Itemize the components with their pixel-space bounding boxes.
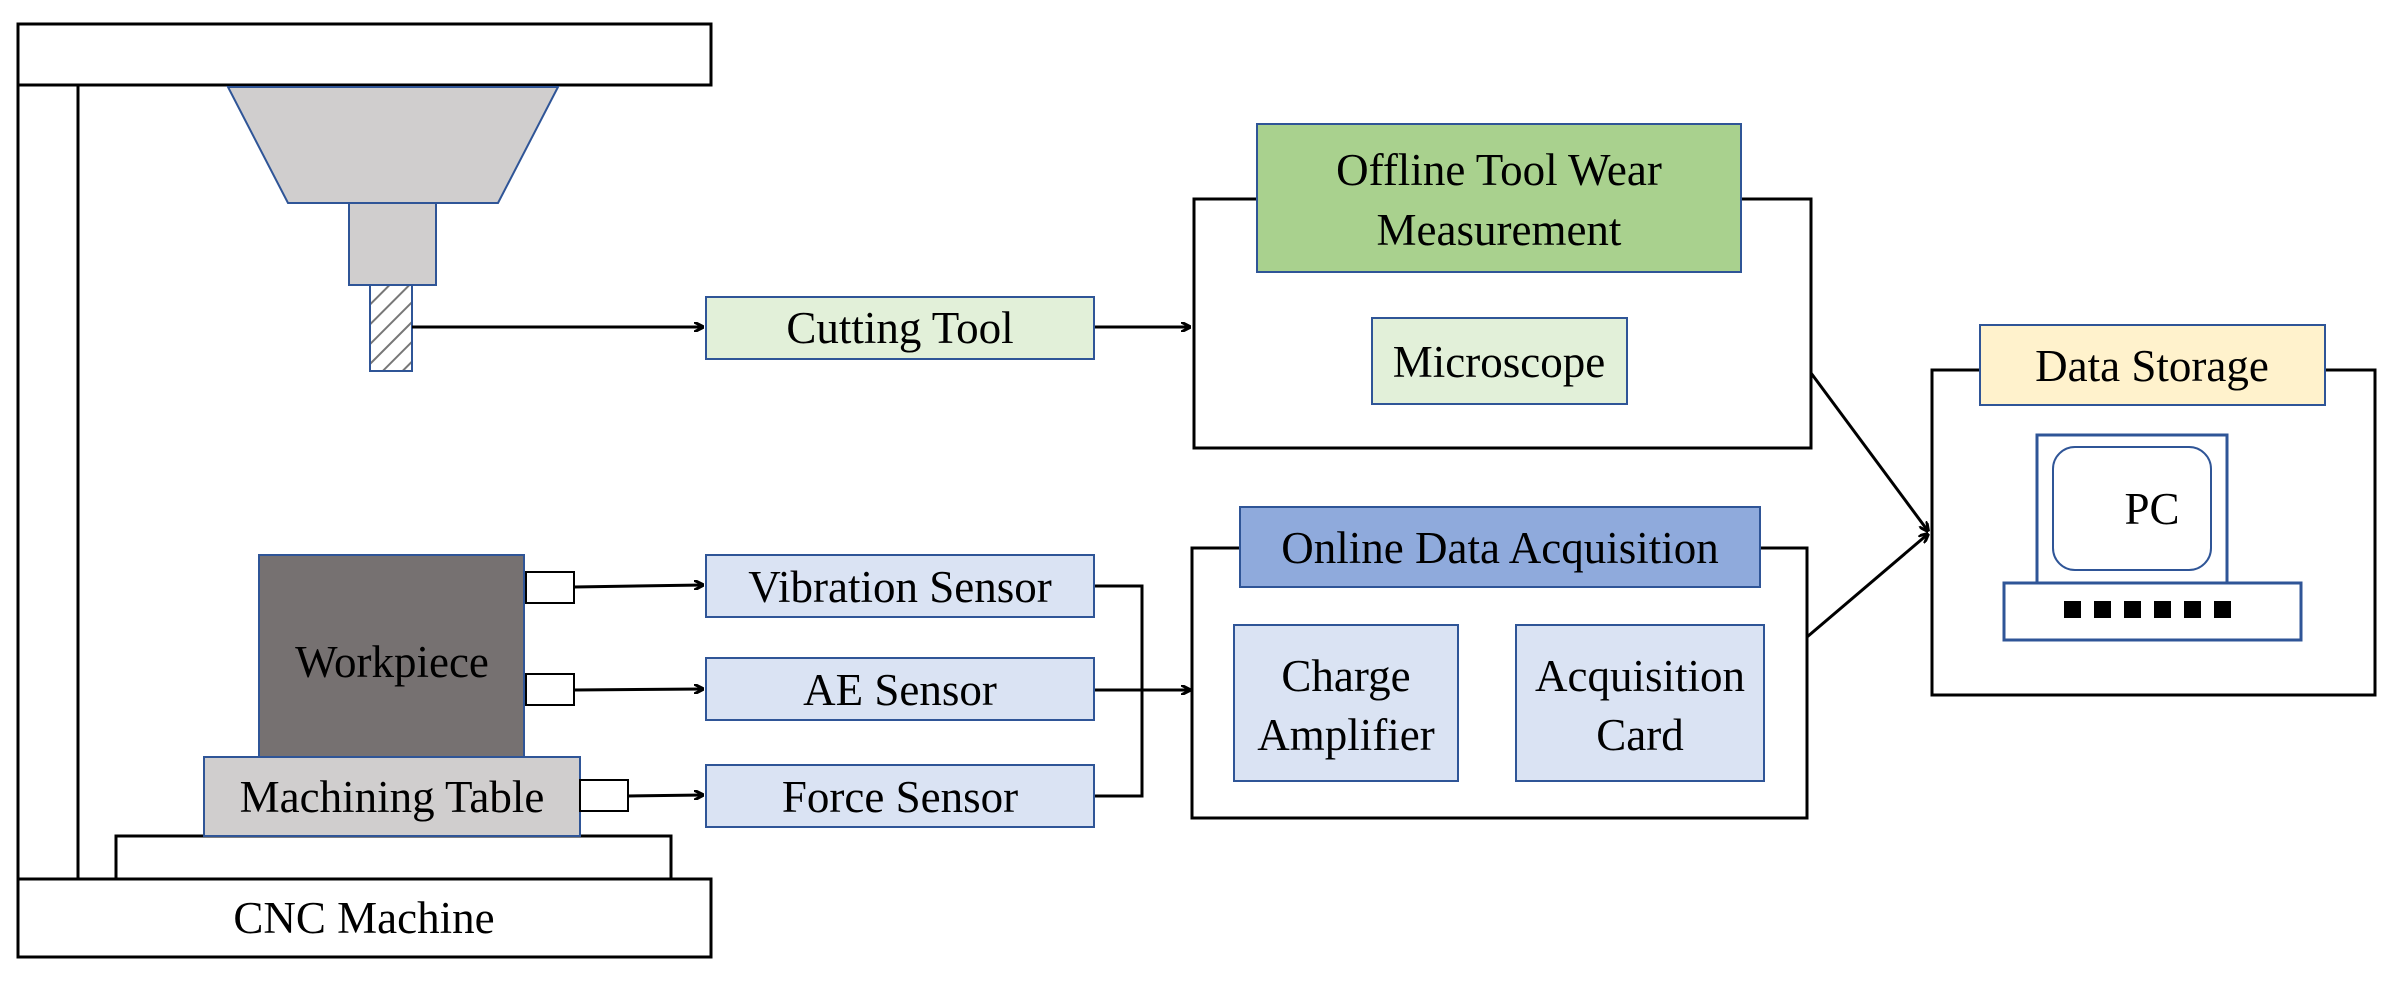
workpiece-assembly: Workpiece Machining Table <box>203 554 629 837</box>
offline-measurement-title-line1: Offline Tool Wear <box>1336 145 1662 195</box>
connectors <box>412 327 1928 796</box>
charge-amplifier-box <box>1233 624 1459 782</box>
acquisition-card-box <box>1515 624 1765 782</box>
workpiece <box>258 554 525 758</box>
pc-keyboard <box>2002 581 2303 642</box>
vibration-sensor-box: Vibration Sensor <box>705 554 1095 618</box>
cutting-tool-box: Cutting Tool <box>705 296 1095 360</box>
cnc-machine-frame: CNC Machine <box>16 22 713 959</box>
online-header <box>1239 506 1761 588</box>
machine-top-beam <box>16 22 713 87</box>
data-storage-group: Data Storage PC <box>1930 324 2377 697</box>
arrow-vibration-mount <box>573 585 703 587</box>
ae-sensor-mount <box>525 673 575 706</box>
pc-monitor-screen <box>2052 446 2212 571</box>
force-sensor-label: Force Sensor <box>782 772 1018 822</box>
microscope-label: Microscope <box>1393 337 1605 387</box>
workpiece-label: Workpiece <box>295 637 489 687</box>
machine-base <box>16 877 713 959</box>
acquisition-card-label-line1: Acquisition <box>1535 651 1745 701</box>
offline-measurement-group: Offline Tool Wear Measurement Microscope <box>1192 123 1813 450</box>
charge-amplifier-label-line2: Amplifier <box>1257 710 1434 760</box>
arrow-ae-mount <box>573 689 703 690</box>
machining-table <box>203 756 581 837</box>
ae-sensor-label: AE Sensor <box>803 665 997 715</box>
force-sensor-box: Force Sensor <box>705 764 1095 828</box>
online-acquisition-title: Online Data Acquisition <box>1281 523 1718 573</box>
cutting-tool-bit <box>369 284 413 372</box>
spindle <box>226 86 560 372</box>
force-sensor-mount <box>579 779 629 812</box>
charge-amplifier-label-line1: Charge <box>1281 651 1410 701</box>
arrow-force-mount <box>627 795 703 796</box>
acquisition-card-label-line2: Card <box>1596 710 1683 760</box>
microscope-box <box>1371 317 1628 405</box>
vibration-sensor-mount <box>525 571 575 604</box>
machining-table-label: Machining Table <box>240 772 545 822</box>
arrow-online-to-storage <box>1806 534 1928 639</box>
keyboard-keys-icon <box>2064 601 2231 618</box>
offline-measurement-title-line2: Measurement <box>1377 205 1622 255</box>
storage-header <box>1979 324 2326 406</box>
cnc-machine-label: CNC Machine <box>233 893 494 943</box>
machine-bed <box>114 834 673 881</box>
vibration-sensor-label: Vibration Sensor <box>748 562 1052 612</box>
data-storage-title: Data Storage <box>2035 341 2269 391</box>
arrow-offline-to-storage <box>1809 372 1928 531</box>
cutting-tool-label: Cutting Tool <box>786 303 1013 353</box>
spindle-head <box>226 86 560 204</box>
online-acquisition-group: Online Data Acquisition Charge Amplifier… <box>1190 506 1809 820</box>
ae-sensor-box: AE Sensor <box>705 657 1095 721</box>
pc-label: PC <box>2124 484 2179 534</box>
tool-holder <box>348 202 437 286</box>
offline-header <box>1256 123 1742 273</box>
